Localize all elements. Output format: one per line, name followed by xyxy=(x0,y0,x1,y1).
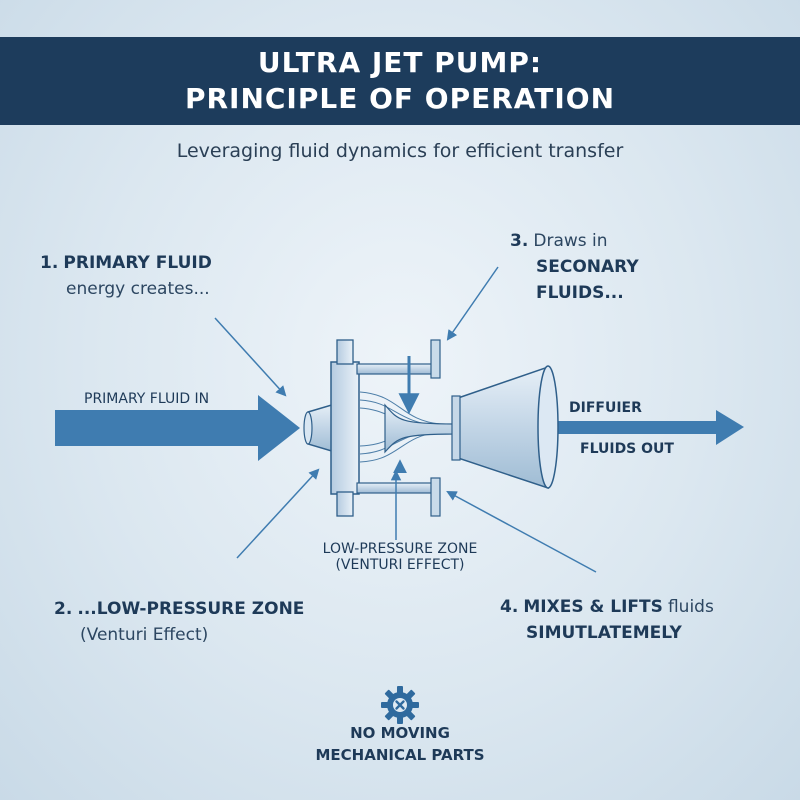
label-fluids-out: FLUIDS OUT xyxy=(580,441,674,457)
pointer-step-4 xyxy=(446,491,597,573)
pointer-step-3 xyxy=(446,266,499,341)
title-line-1: ULTRA JET PUMP: xyxy=(257,46,543,79)
footer-note: NO MOVING MECHANICAL PARTS xyxy=(0,722,800,766)
step-2-text: (Venturi Effect) xyxy=(80,625,209,645)
zone-line-2: (VENTURI EFFECT) xyxy=(335,557,465,573)
step-3-heading-1: SECONARY xyxy=(536,257,639,277)
step-2: 2. ...LOW-PRESSURE ZONE (Venturi Effect) xyxy=(54,596,304,648)
step-4-heading-2: SIMUTLATEMELY xyxy=(526,623,682,643)
step-4-heading: MIXES & LIFTS xyxy=(523,597,663,617)
pointer-step-2 xyxy=(236,468,320,559)
step-4: 4. MIXES & LIFTS fluids SIMUTLATEMELY xyxy=(500,594,714,646)
outlet-arrow xyxy=(558,410,744,445)
diffuser-cone xyxy=(451,365,559,490)
step-4-number: 4. xyxy=(500,597,519,617)
step-4-text: fluids xyxy=(667,597,714,617)
suction-chamber xyxy=(330,339,456,517)
pointer-step-1 xyxy=(214,317,287,397)
zone-line-1: LOW-PRESSURE ZONE xyxy=(322,541,478,557)
title-line-2: PRINCIPLE OF OPERATION xyxy=(184,82,616,115)
step-2-heading: ...LOW-PRESSURE ZONE xyxy=(77,599,305,619)
step-1-text: energy creates... xyxy=(66,279,210,299)
nozzle xyxy=(303,402,336,454)
footer-line-2: MECHANICAL PARTS xyxy=(315,746,485,764)
step-1-heading: PRIMARY FLUID xyxy=(63,253,212,273)
label-low-pressure-zone: LOW-PRESSURE ZONE (VENTURI EFFECT) xyxy=(300,541,500,573)
step-3-heading-2: FLUIDS... xyxy=(536,283,624,303)
primary-inlet-arrow xyxy=(55,395,300,461)
step-3-pre: Draws in xyxy=(533,231,608,251)
step-3-number: 3. xyxy=(510,231,529,251)
gear-icon xyxy=(381,686,419,724)
label-primary-in: PRIMARY FLUID IN xyxy=(84,391,210,407)
title-banner: ULTRA JET PUMP: PRINCIPLE OF OPERATION xyxy=(0,37,800,125)
footer-line-1: NO MOVING xyxy=(350,724,450,742)
label-diffuser: DIFFUIER xyxy=(569,400,642,416)
step-1: 1. PRIMARY FLUID energy creates... xyxy=(40,250,212,302)
step-3: 3. Draws in SECONARY FLUIDS... xyxy=(510,228,639,306)
step-1-number: 1. xyxy=(40,253,59,273)
subtitle: Leveraging fluid dynamics for efficient … xyxy=(176,140,624,162)
step-2-number: 2. xyxy=(54,599,73,619)
